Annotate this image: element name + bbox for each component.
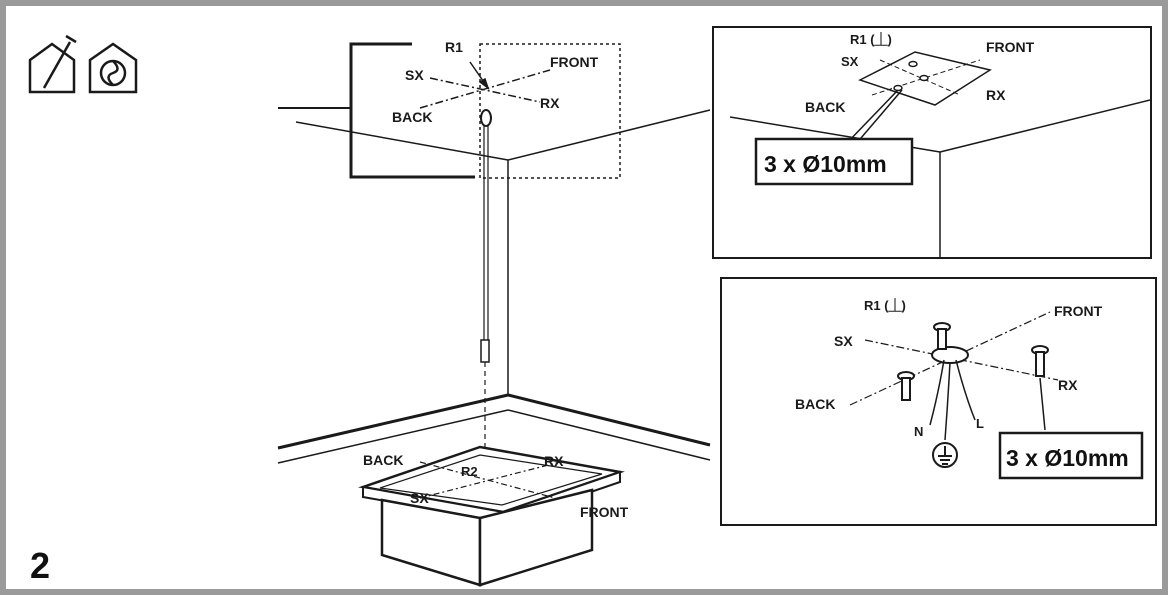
live-wire-label: L (976, 416, 984, 431)
step-number: 2 (30, 545, 50, 586)
back-label-top: BACK (392, 109, 432, 125)
sx-label-detail-bottom: SX (834, 333, 853, 349)
countertop-lines (277, 393, 711, 464)
r1-symbol-label-bottom: R1 (⏊) (864, 298, 906, 313)
front-label-hob: FRONT (580, 504, 629, 520)
front-label-top: FRONT (550, 54, 599, 70)
sx-label-hob: SX (410, 490, 429, 506)
house-drill-icon (28, 34, 77, 94)
detail-panel-ceiling (712, 26, 1152, 259)
hole-spec-label-top: 3 x Ø10mm (764, 151, 887, 177)
ceiling-outline (278, 42, 711, 395)
hole-spec-label-bottom: 3 x Ø10mm (1006, 445, 1129, 471)
back-label-detail-top: BACK (805, 99, 845, 115)
r1-label: R1 (445, 39, 463, 55)
rx-label-detail-bottom: RX (1058, 377, 1078, 393)
back-label-hob: BACK (363, 452, 403, 468)
ceiling-axes (419, 61, 551, 109)
front-label-detail-bottom: FRONT (1054, 303, 1103, 319)
house-fan-icon (88, 42, 138, 94)
detail-panel-bracket (720, 277, 1157, 526)
back-label-detail-bottom: BACK (795, 396, 835, 412)
screw-right (1031, 345, 1049, 377)
screw-left (897, 371, 915, 401)
r1-symbol-label-top: R1 (⏊) (850, 32, 892, 47)
hob-axes (419, 461, 561, 499)
rx-label-detail-top: RX (986, 87, 1006, 103)
r2-label: R2 (461, 464, 478, 479)
neutral-wire-label: N (914, 424, 923, 439)
sx-label-top: SX (405, 67, 424, 83)
screw-center (933, 322, 951, 350)
rx-label-top: RX (540, 95, 560, 111)
sx-label-detail-top: SX (841, 54, 859, 69)
rx-label-hob: RX (544, 453, 564, 469)
front-label-detail-top: FRONT (986, 39, 1035, 55)
